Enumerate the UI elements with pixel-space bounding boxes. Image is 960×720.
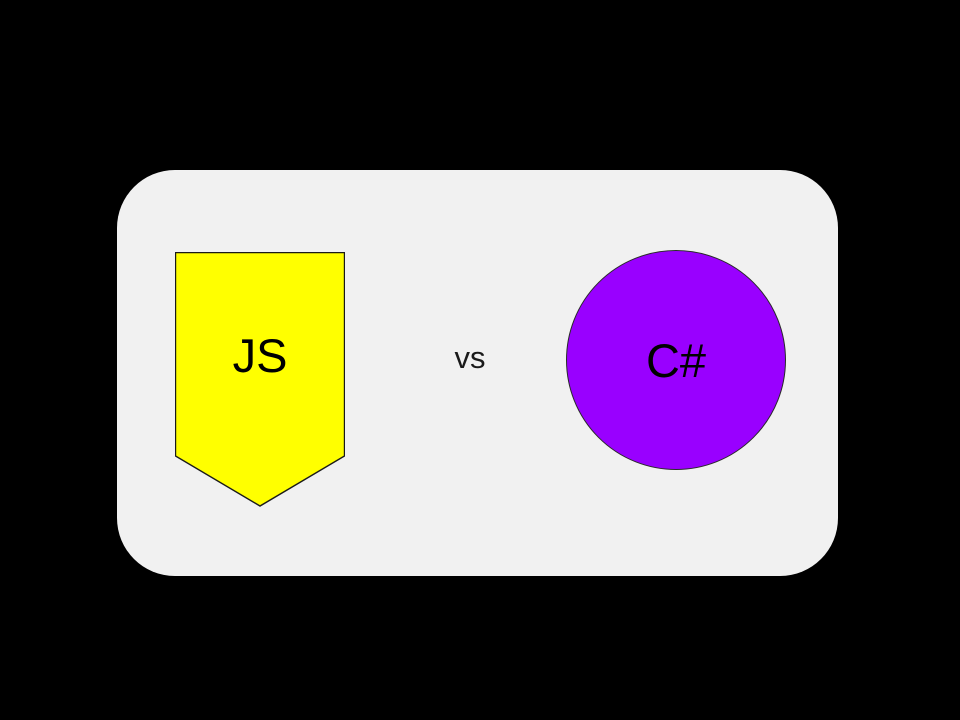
js-shield-label: JS — [232, 328, 288, 382]
js-shield-shape[interactable]: JS — [175, 252, 345, 507]
versus-label: vs — [454, 340, 486, 375]
shield-icon — [175, 252, 345, 507]
csharp-circle-shape[interactable]: C# — [566, 250, 786, 470]
comparison-row: JS vs C# — [117, 170, 838, 576]
comparison-card: JS vs C# — [117, 170, 838, 576]
csharp-circle-label: C# — [645, 333, 707, 387]
circle-icon — [566, 250, 786, 470]
